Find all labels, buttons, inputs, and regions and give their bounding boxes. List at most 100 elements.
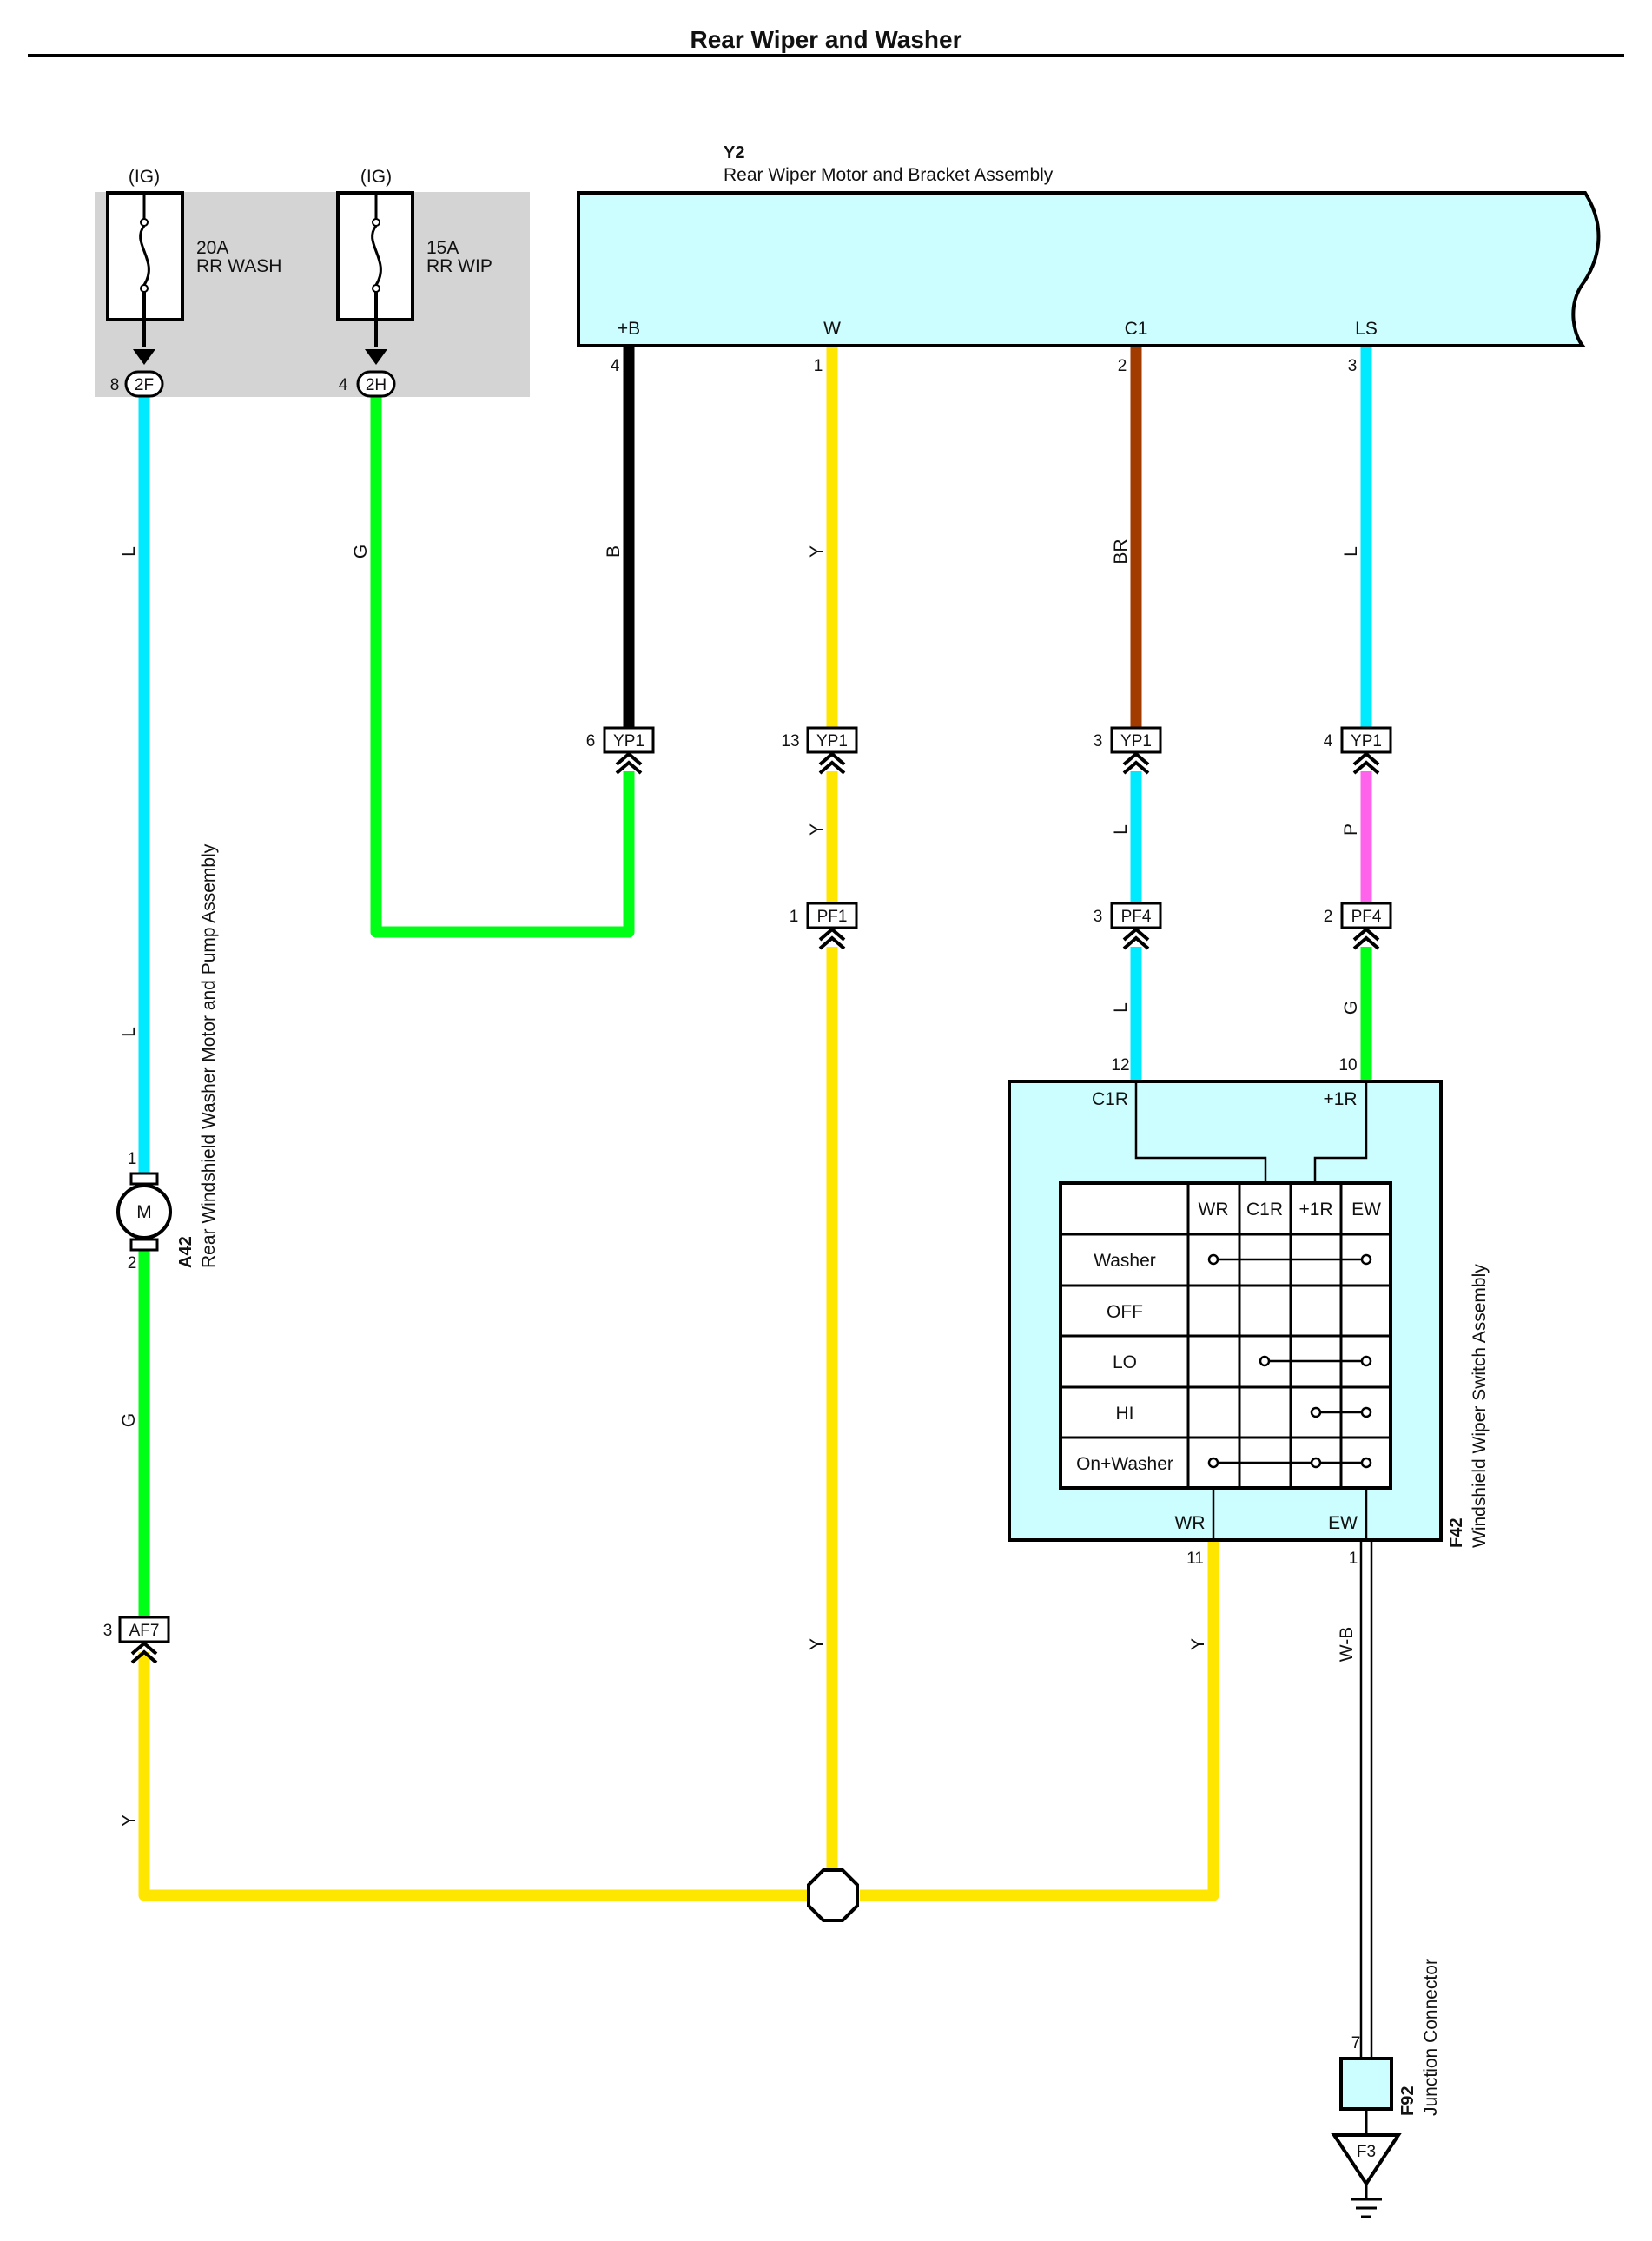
terminal-label: C1: [1125, 319, 1148, 339]
connector-2h: 2H 4: [339, 370, 396, 398]
junction-pin: 7: [1351, 2034, 1361, 2053]
wire-w-b-ground: [1359, 1540, 1373, 2059]
connector-name: 2F: [135, 376, 154, 394]
connector-pin: 4: [1324, 732, 1333, 750]
junction-connector-f92: 7 F92 Junction Connector: [1339, 1959, 1441, 2116]
connector-name: 2H: [366, 376, 387, 394]
switch-assembly-f42: 12 10 C1R +1R WR C1R +1R EW Washer OFF L…: [1008, 1056, 1490, 1568]
wire-label: G: [1341, 1001, 1361, 1015]
table-row-mode: HI: [1116, 1404, 1134, 1424]
wire-label: BR: [1111, 539, 1131, 564]
connector-yp1-3: YP1 3: [1094, 726, 1162, 775]
connector-pin: 3: [1094, 732, 1103, 750]
terminal-pin: 2: [1118, 357, 1127, 375]
table-col-header: EW: [1351, 1200, 1381, 1220]
component-code: F92: [1398, 2086, 1417, 2116]
component-code: Y2: [724, 143, 744, 162]
fuse-name: RR WASH: [196, 256, 281, 276]
connector-pin: 3: [103, 1622, 113, 1640]
wire-y-washer-bus: [138, 1652, 832, 1901]
wire-g-wiper-feed: [370, 397, 635, 938]
continuity-on-washer: [1207, 1457, 1372, 1469]
wire-label: G: [119, 1413, 139, 1427]
fuse-name: RR WIP: [426, 256, 492, 276]
wire-label: Y: [1188, 1638, 1208, 1650]
continuity-washer: [1207, 1253, 1372, 1266]
motor-assembly-y2: Y2 Rear Wiper Motor and Bracket Assembly…: [577, 143, 1601, 375]
fuse-rr-wip: (IG) 15A RR WIP: [336, 167, 492, 365]
component-name: Junction Connector: [1421, 1959, 1441, 2116]
connector-2f: 2F 8: [110, 370, 164, 398]
splice-point: [807, 1868, 859, 1922]
table-row-mode: Washer: [1094, 1251, 1156, 1271]
terminal-pin: 1: [814, 357, 823, 375]
connector-af7-3: AF7 3: [103, 1616, 170, 1664]
wire-label: G: [351, 545, 371, 559]
motor-icon: [116, 1184, 172, 1239]
ground-icon: [1351, 2184, 1382, 2218]
connector-name: YP1: [613, 732, 644, 750]
diagram-title: Rear Wiper and Washer: [690, 26, 961, 53]
connector-name: PF1: [817, 908, 848, 926]
connector-pf1-1: PF1 1: [790, 902, 858, 950]
fuse-supply-label: (IG): [360, 167, 392, 187]
ground-label: F3: [1357, 2143, 1376, 2161]
switch-pin: 1: [1349, 1550, 1358, 1568]
connector-pf4-2: PF4 2: [1324, 902, 1392, 950]
terminal-label: +B: [618, 319, 640, 339]
wire-label: Y: [119, 1815, 139, 1827]
table-col-header: WR: [1199, 1200, 1229, 1220]
connector-pin: 6: [586, 732, 596, 750]
connector-yp1-6: YP1 6: [586, 726, 655, 775]
wire-label: B: [604, 545, 624, 558]
table-col-header: +1R: [1298, 1200, 1332, 1220]
switch-terminal: EW: [1328, 1513, 1358, 1533]
switch-pin: 10: [1338, 1056, 1357, 1074]
fuse-rr-wash: (IG) 20A RR WASH: [106, 167, 281, 365]
motor-symbol: M: [136, 1202, 152, 1222]
wire-label: L: [119, 1027, 139, 1037]
wire-label: Y: [807, 1638, 827, 1650]
component-code: A42: [176, 1236, 195, 1268]
wire-label: L: [119, 546, 139, 557]
wire-y-wr-bus: [860, 1540, 1219, 1901]
motor-pin-top: 1: [128, 1150, 137, 1168]
switch-pin: 11: [1186, 1550, 1204, 1568]
connector-pin: 2: [1324, 908, 1333, 926]
connector-pin: 3: [1094, 908, 1103, 926]
table-row-mode: On+Washer: [1076, 1454, 1173, 1474]
connector-name: YP1: [816, 732, 848, 750]
component-code: F42: [1447, 1518, 1466, 1548]
component-name: Rear Windshield Washer Motor and Pump As…: [199, 843, 219, 1268]
fuse-rating: 20A: [196, 238, 228, 258]
table-col-header: C1R: [1246, 1200, 1283, 1220]
connector-yp1-4: YP1 4: [1324, 726, 1392, 775]
wire-label: W-B: [1337, 1627, 1357, 1662]
continuity-hi: [1310, 1406, 1372, 1418]
wire-label: L: [1111, 824, 1131, 835]
continuity-lo: [1259, 1355, 1372, 1367]
connector-pf4-3: PF4 3: [1094, 902, 1162, 950]
wire-label: Y: [807, 823, 827, 836]
connector-name: PF4: [1351, 908, 1382, 926]
fuse-rating: 15A: [426, 238, 459, 258]
connector-pin: 13: [781, 732, 799, 750]
component-name: Rear Wiper Motor and Bracket Assembly: [724, 165, 1054, 185]
terminal-pin: 3: [1348, 357, 1358, 375]
motor-pin-bottom: 2: [128, 1254, 137, 1273]
washer-motor-a42: M 1 2 A42 Rear Windshield Washer Motor a…: [116, 843, 219, 1273]
wire-label: Y: [807, 545, 827, 558]
ground-f3: F3: [1331, 2109, 1402, 2218]
connector-pin: 1: [790, 908, 799, 926]
wire-label: P: [1341, 823, 1361, 836]
switch-terminal: +1R: [1323, 1089, 1357, 1109]
connector-name: YP1: [1351, 732, 1382, 750]
switch-terminal: C1R: [1092, 1089, 1128, 1109]
fuse-supply-label: (IG): [129, 167, 160, 187]
component-name: Windshield Wiper Switch Assembly: [1470, 1264, 1490, 1548]
connector-pin: 4: [339, 376, 348, 394]
connector-pin: 8: [110, 376, 120, 394]
switch-terminal: WR: [1175, 1513, 1206, 1533]
wire-label: L: [1111, 1002, 1131, 1013]
